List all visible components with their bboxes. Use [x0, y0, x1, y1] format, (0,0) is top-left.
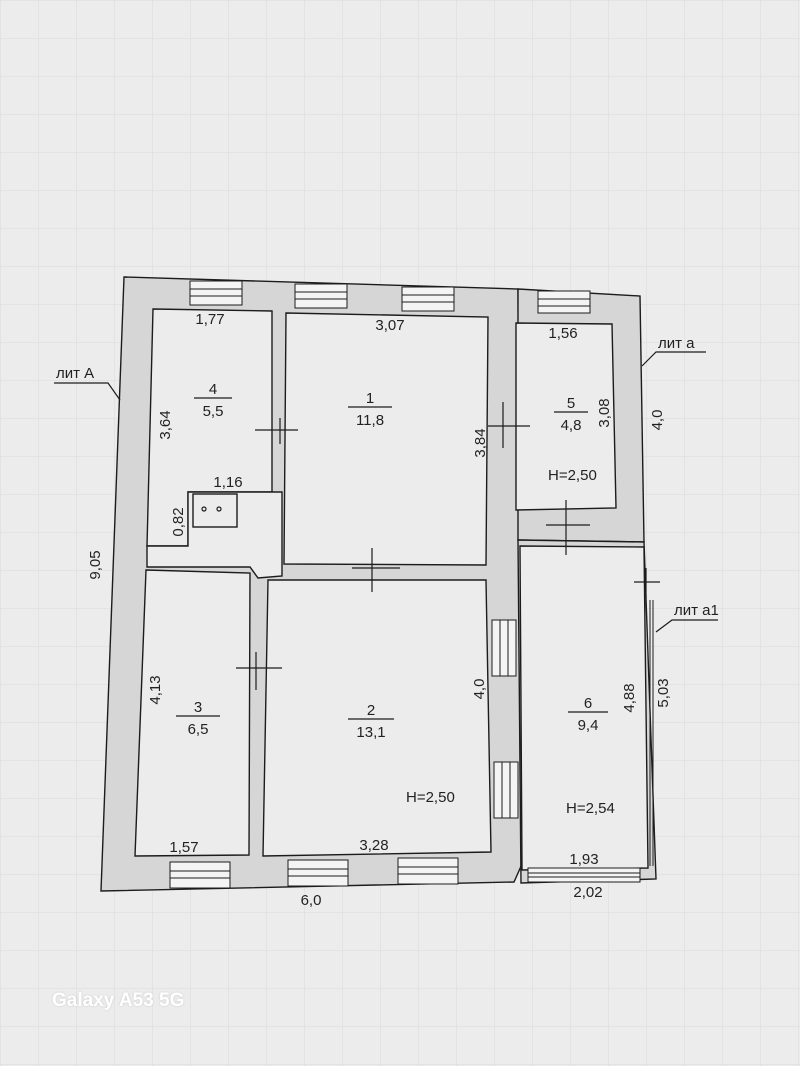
dim-room5-side: 3,08 — [596, 398, 613, 427]
height-a1: H=2,54 — [566, 800, 615, 817]
sink-symbol — [201, 506, 222, 512]
room-5-floor — [515, 322, 617, 511]
room-3-area: 6,5 — [188, 721, 209, 738]
dim-a1-width: 2,02 — [573, 884, 602, 901]
lit-a1-label: лит а1 — [674, 602, 719, 619]
dim-room2-bottom: 3,28 — [359, 837, 388, 854]
doors — [236, 402, 660, 690]
window-mid-1 — [491, 619, 517, 677]
room-1-floor — [283, 312, 489, 566]
fraction-bars — [176, 397, 608, 720]
dim-room3-side: 4,13 — [147, 675, 164, 704]
window-bottom-4 — [527, 867, 641, 883]
window-bottom-3 — [397, 857, 459, 885]
room-1-number: 1 — [366, 390, 374, 407]
dim-main-width: 6,0 — [301, 892, 322, 909]
dim-bath-depth: 0,82 — [170, 507, 187, 536]
room-2-area: 13,1 — [356, 724, 385, 741]
room-5-number: 5 — [567, 395, 575, 412]
dim-room6-inner: 4,88 — [621, 683, 638, 712]
height-main: H=2,50 — [406, 789, 455, 806]
dim-bath-width: 1,16 — [213, 474, 242, 491]
lit-a-label: лит а — [658, 335, 695, 352]
dim-main-height: 9,05 — [87, 550, 104, 579]
room-1-area: 11,8 — [356, 412, 384, 429]
dim-room5-top: 1,56 — [548, 325, 577, 342]
dim-room2-side: 4,0 — [471, 679, 488, 700]
lit-leaders — [54, 351, 718, 633]
room-6-area: 9,4 — [578, 717, 599, 734]
window-top-1 — [189, 280, 243, 306]
annex-a — [515, 288, 645, 543]
dim-room3-bottom: 1,57 — [169, 839, 198, 856]
window-top-2 — [294, 283, 348, 309]
room-3-floor — [134, 569, 251, 857]
room-2-number: 2 — [367, 702, 375, 719]
window-top-4 — [537, 290, 591, 314]
window-mid-2 — [493, 761, 519, 819]
dim-room1-top: 3,07 — [375, 317, 404, 334]
lit-main-label: лит А — [56, 365, 94, 382]
camera-watermark: Galaxy A53 5G — [52, 990, 185, 1011]
room-4-area: 5,5 — [203, 403, 224, 420]
height-a: H=2,50 — [548, 467, 597, 484]
dim-room4-top: 1,77 — [195, 311, 224, 328]
hall-floor — [146, 491, 283, 579]
window-bottom-1 — [169, 861, 231, 889]
dim-lit-a-outer: 4,0 — [649, 410, 666, 431]
window-bottom-2 — [287, 859, 349, 887]
bath-block — [192, 493, 238, 528]
room-5-area: 4,8 — [561, 417, 582, 434]
dim-room6-outer: 5,03 — [655, 678, 672, 707]
window-top-3 — [401, 286, 455, 312]
room-6-number: 6 — [584, 695, 592, 712]
windows — [169, 280, 641, 889]
dim-room4-side: 3,64 — [157, 410, 174, 439]
room-2-floor — [262, 579, 492, 857]
room-6-floor — [519, 545, 649, 871]
room-3-number: 3 — [194, 699, 202, 716]
room-4-number: 4 — [209, 381, 217, 398]
dim-room6-bottom: 1,93 — [569, 851, 598, 868]
main-house — [100, 276, 523, 892]
dim-room1-side: 3,84 — [472, 428, 489, 457]
